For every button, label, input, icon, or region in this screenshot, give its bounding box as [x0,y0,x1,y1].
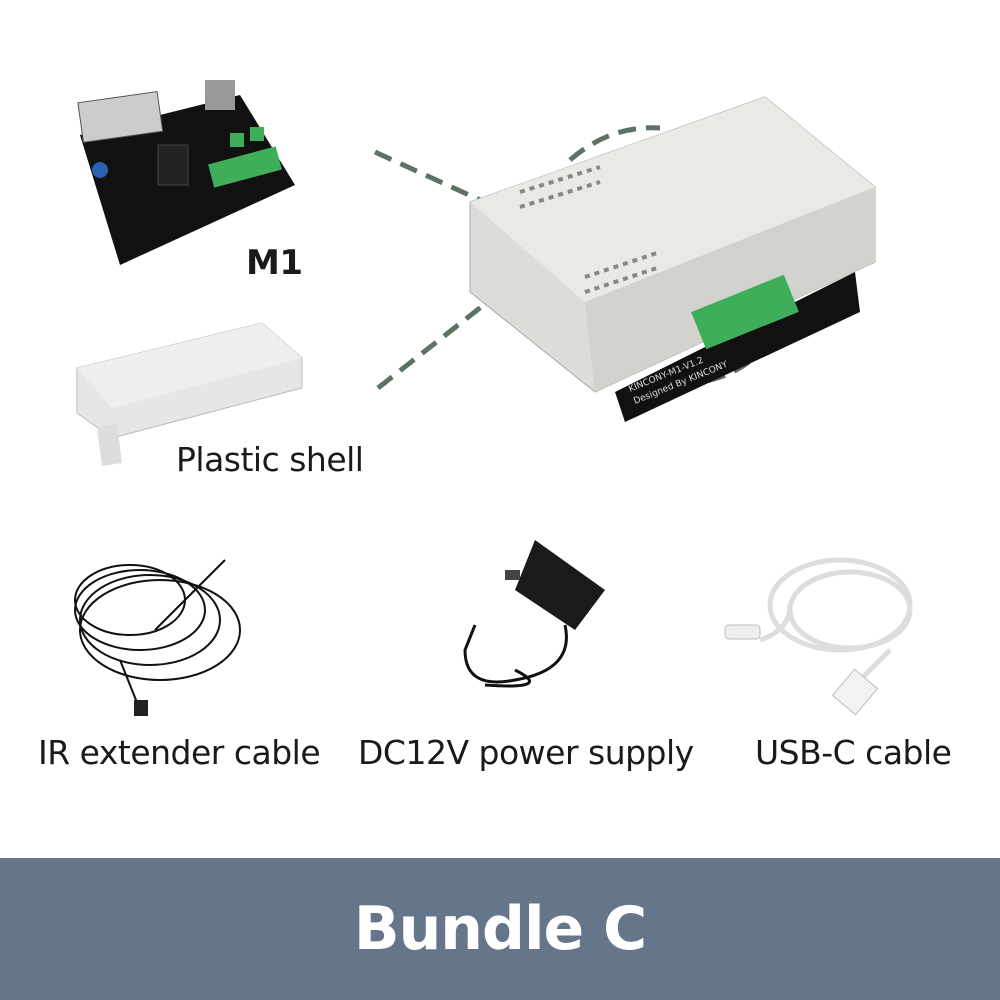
power-supply-image [463,540,605,688]
plastic-shell-label: Plastic shell [176,440,364,479]
bundle-title: Bundle C [353,894,647,964]
usb-c-cable-image [724,557,913,716]
plastic-shell-image [76,322,303,466]
m1-board-image [77,80,295,265]
ir-extender-cable-label: IR extender cable [38,733,321,772]
m1-label: M1 [246,243,303,283]
assembled-device-image: KINCONY-M1-V1.2 Designed By KINCONY [469,96,876,422]
usb-c-cable-label: USB-C cable [755,733,952,772]
ir-extender-cable-image [74,559,241,716]
bundle-banner: Bundle C [0,858,1000,1000]
power-supply-label: DC12V power supply [358,733,694,772]
